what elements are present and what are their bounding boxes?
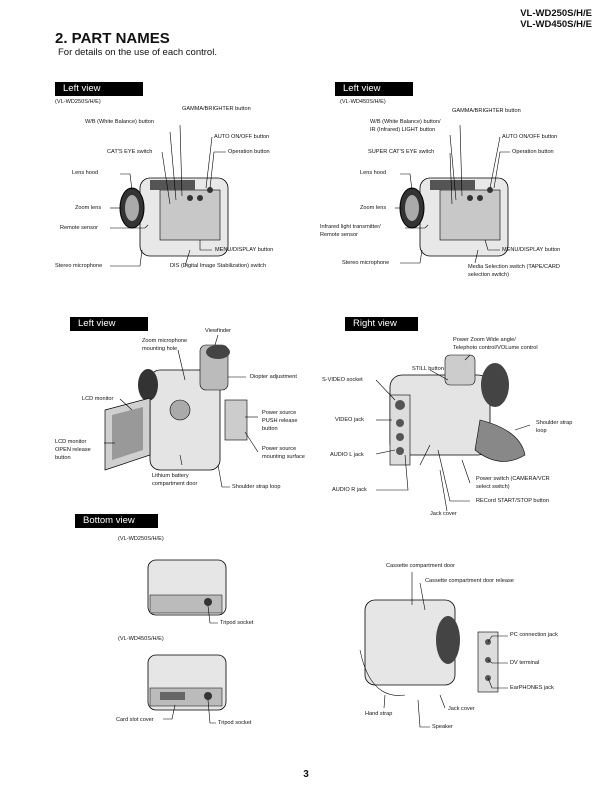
label-cats-eye: CAT'S EYE switch: [107, 149, 153, 155]
label-wb-button: W/B (White Balance) button: [85, 119, 155, 125]
label-menu-button: MENU/DISPLAY button: [502, 247, 561, 253]
label-tripod-socket: Tripod socket: [220, 620, 254, 626]
label-battery-door-2: compartment door: [152, 481, 198, 487]
label-tripod-socket: Tripod socket: [218, 720, 252, 726]
label-shoulder-strap-r-2: loop: [536, 428, 547, 434]
label-zoom-mic-hole-2: mounting hole: [142, 346, 178, 352]
label-stereo-mic: Stereo microphone: [55, 263, 103, 269]
label-operation-button: Operation button: [512, 149, 554, 155]
label-hand-strap: Hand strap: [365, 711, 393, 717]
label-power-surface: Power source: [262, 446, 297, 452]
label-record-button: RECord START/STOP button: [476, 498, 549, 504]
camcorder-left-450: [399, 177, 509, 257]
label-svideo: S-VIDEO socket: [322, 377, 363, 383]
label-lcd-open-2: OPEN release: [55, 447, 91, 453]
camcorder-lcd-open: [104, 344, 248, 471]
label-lcd-monitor: LCD monitor: [82, 396, 114, 402]
label-audio-r: AUDIO R jack: [332, 487, 367, 493]
page-title: 2. PART NAMES: [55, 30, 170, 47]
tag-left-view-2: Left view: [335, 82, 413, 96]
label-diopter: Diopter adjustment: [250, 374, 297, 380]
label-power-switch-2: select switch): [476, 484, 510, 490]
label-zoom-mic-hole: Zoom microphone: [142, 338, 188, 344]
page-subtitle: For details on the use of each control.: [58, 47, 217, 58]
camcorder-bottom-250: [147, 559, 227, 616]
leaders-panel3: [104, 334, 259, 488]
label-earphones: EarPHONES jack: [510, 685, 554, 691]
label-auto-button: AUTO ON/OFF button: [214, 134, 270, 140]
label-still-button: STILL button: [412, 366, 444, 372]
label-auto-button: AUTO ON/OFF button: [502, 134, 558, 140]
camcorder-left-250: [119, 177, 229, 257]
label-media-switch: Media Selection switch (TAPE/CARD: [468, 264, 560, 270]
label-power-release-2: PUSH release: [262, 418, 298, 424]
camcorder-bottom-450: [147, 654, 227, 711]
tag-bottom-view: Bottom view: [75, 514, 158, 528]
leaders-panel1: [110, 124, 226, 267]
label-dis-switch: DIS (Digital Image Stabilization) switch: [170, 263, 267, 269]
tag-right-view: Right view: [345, 317, 418, 331]
label-remote-sensor: Remote sensor: [320, 232, 358, 238]
label-power-zoom: Power Zoom Wide angle/: [453, 337, 516, 343]
label-media-switch-2: selection switch): [468, 272, 510, 278]
tag-left-view-1: Left view: [55, 82, 143, 96]
label-ir-button: IR (Infrared) LIGHT button: [370, 127, 436, 133]
label-lens-hood: Lens hood: [360, 170, 387, 176]
label-power-zoom-2: Telephoto control/VOLume control: [453, 345, 538, 351]
variant-label: (VL-WD250S/H/E): [55, 99, 101, 105]
label-jack-cover: Jack cover: [430, 511, 457, 517]
label-viewfinder: Viewfinder: [205, 328, 232, 334]
label-operation-button: Operation button: [228, 149, 270, 155]
label-speaker: Speaker: [432, 724, 453, 730]
label-pc-jack: PC connection jack: [510, 632, 558, 638]
leaders-panel6: [383, 572, 508, 728]
variant-label: (VL-WD450S/H/E): [340, 99, 386, 105]
model-number-1: VL-WD250S/H/E: [520, 8, 592, 19]
label-cassette-door: Cassette compartment door: [386, 563, 456, 569]
label-power-surface-2: mounting surface: [262, 454, 305, 460]
label-power-release: Power source: [262, 410, 297, 416]
variant-label: (VL-WD450S/H/E): [118, 636, 164, 642]
label-gamma-button: GAMMA/BRIGHTER button: [452, 108, 521, 114]
tag-left-view-3: Left view: [70, 317, 148, 331]
label-battery-door: Lithium battery: [152, 473, 189, 479]
label-video-jack: VIDEO jack: [335, 417, 364, 423]
label-menu-button: MENU/DISPLAY button: [215, 247, 274, 253]
label-remote-sensor: Remote sensor: [60, 225, 98, 231]
label-power-switch: Power switch (CAMERA/VCR: [476, 476, 550, 482]
leaders-panel4: [375, 354, 531, 512]
label-zoom-lens: Zoom lens: [75, 205, 102, 211]
label-audio-l: AUDIO L jack: [330, 452, 364, 458]
camcorder-cassette-view: [359, 599, 499, 696]
label-dv-terminal: DV terminal: [510, 660, 540, 666]
label-power-release-3: button: [262, 426, 278, 432]
leaders-panel2: [395, 124, 510, 264]
label-card-slot: Card slot cover: [116, 717, 154, 723]
label-shoulder-strap: Shoulder strap loop: [232, 484, 281, 490]
label-lcd-open-3: button: [55, 455, 71, 461]
page-number: 3: [303, 769, 309, 780]
leaders-panel5: [163, 605, 218, 724]
model-number-2: VL-WD450S/H/E: [520, 19, 592, 30]
label-jack-cover: Jack cover: [448, 706, 475, 712]
label-zoom-lens: Zoom lens: [360, 205, 387, 211]
camcorder-right-view: [389, 354, 526, 466]
label-gamma-button: GAMMA/BRIGHTER button: [182, 106, 251, 112]
label-super-cats-eye: SUPER CAT'S EYE switch: [368, 149, 435, 155]
label-shoulder-strap-r: Shoulder strap: [536, 420, 573, 426]
label-ir-transmitter: Infrared light transmitter/: [320, 224, 381, 230]
label-lcd-open: LCD monitor: [55, 439, 87, 445]
label-stereo-mic: Stereo microphone: [342, 260, 390, 266]
label-lens-hood: Lens hood: [72, 170, 99, 176]
variant-label: (VL-WD250S/H/E): [118, 536, 164, 542]
label-cassette-release: Cassette compartment door release: [425, 578, 514, 584]
label-wb-button: W/B (White Balance) button/: [370, 119, 441, 125]
